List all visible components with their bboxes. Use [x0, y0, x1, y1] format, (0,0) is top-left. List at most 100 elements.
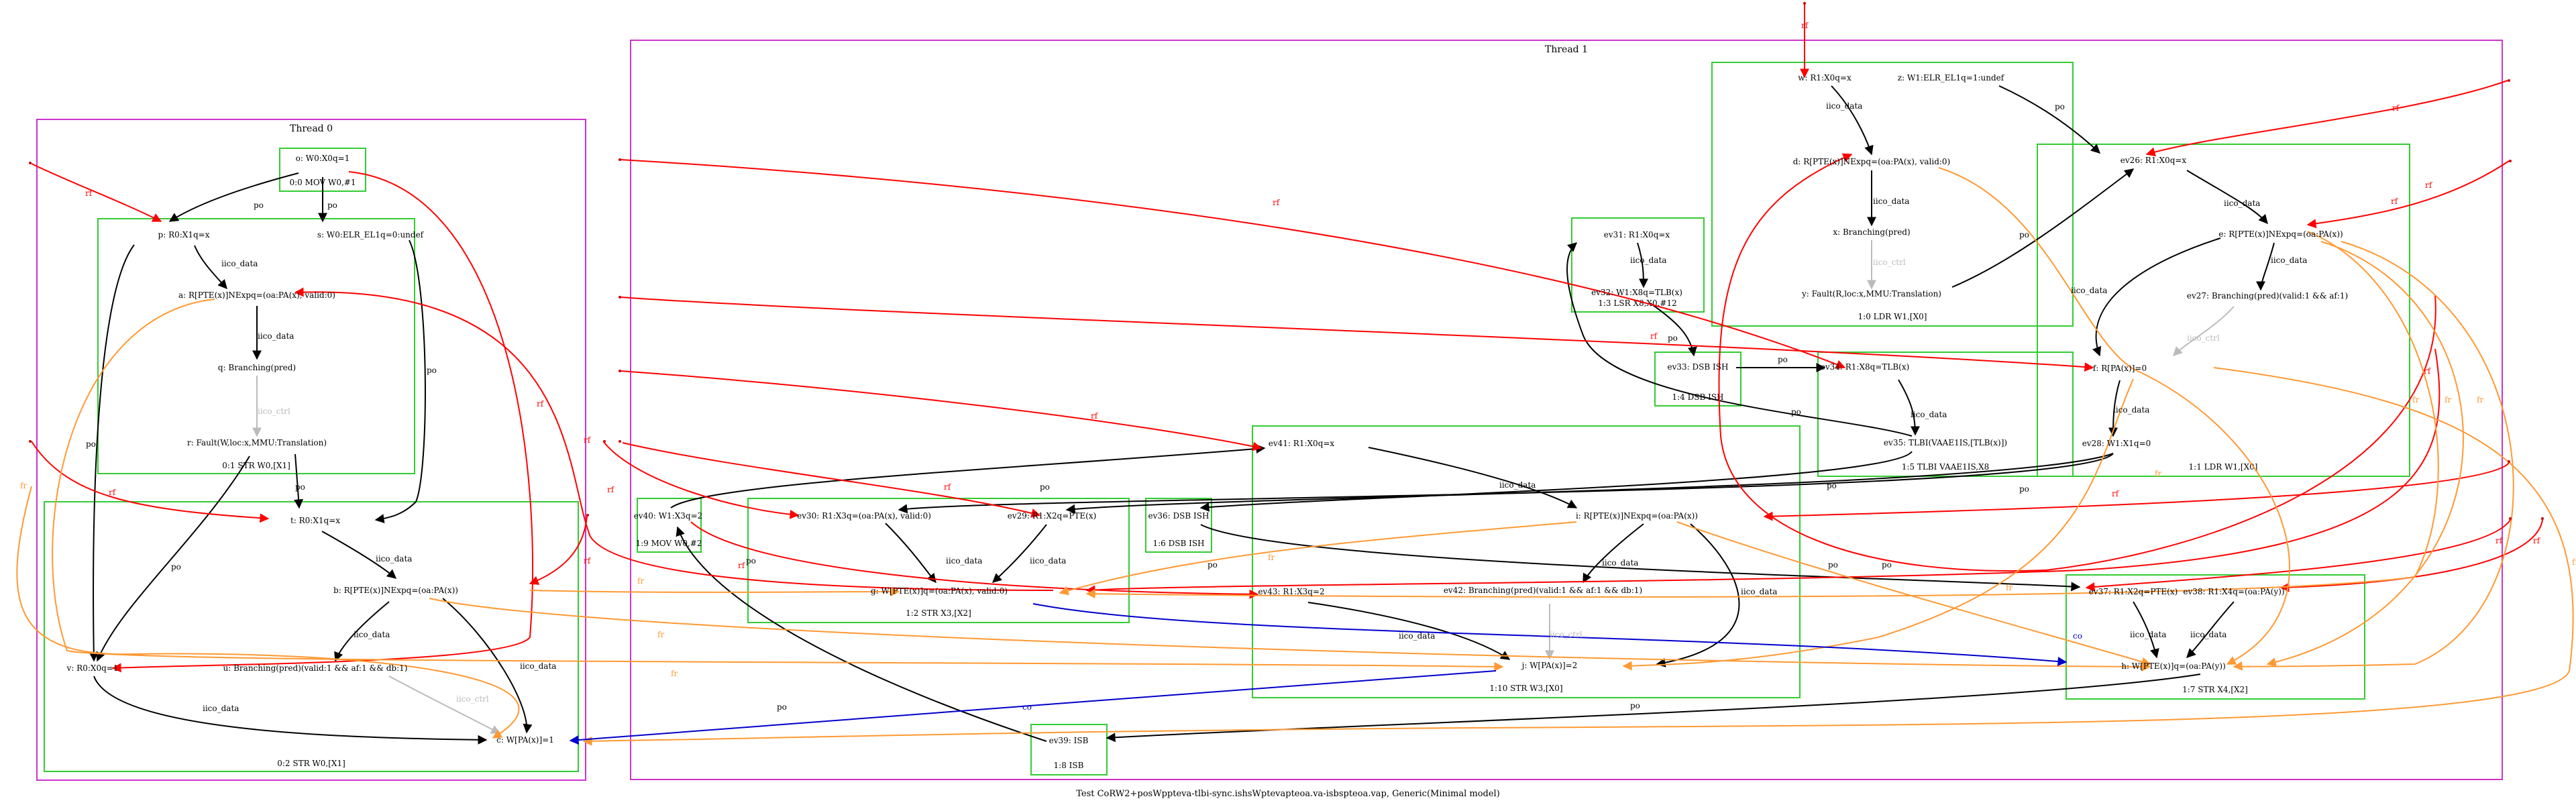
edge-co-g-h	[1032, 603, 2068, 666]
node-t[interactable]: t: R0:X1q=x	[290, 516, 340, 525]
node-v[interactable]: v: R0:X0q=1	[66, 663, 119, 673]
node-h[interactable]: h: W[PTE(x)]q=(oa:PA(y))	[2121, 661, 2226, 671]
svg-text:iico_data: iico_data	[1911, 410, 1947, 419]
svg-text:rf: rf	[1650, 331, 1658, 341]
node-q[interactable]: q: Branching(pred)	[218, 363, 296, 372]
edge-rf-o-v	[111, 171, 533, 673]
node-x[interactable]: x: Branching(pred)	[1833, 227, 1910, 237]
svg-text:rf: rf	[85, 189, 93, 198]
svg-text:fr: fr	[671, 669, 678, 678]
instr-cluster-ev26	[2037, 144, 2410, 477]
node-ev35[interactable]: ev35: TLBI(VAAE1IS,[TLB(x)])	[1884, 438, 2007, 447]
node-ev43[interactable]: ev43: R1:X3q=2	[1258, 587, 1324, 596]
instr-label-ev37: 1:7 STR X4,[X2]	[2182, 685, 2248, 694]
edge-data-ev43-j	[1307, 602, 1511, 660]
edge-data-e-ev27	[2256, 242, 2275, 291]
initial-state-dots	[29, 2, 2544, 520]
edges	[16, 3, 2574, 746]
svg-text:rf: rf	[1273, 198, 1281, 207]
svg-text:iico_data: iico_data	[376, 554, 412, 563]
edge-rf-init-ev41	[620, 370, 1263, 451]
node-f[interactable]: f: R[PA(x)]=0	[2093, 364, 2147, 373]
node-o[interactable]: o: W0:X0q=1	[296, 154, 350, 163]
node-z[interactable]: z: W1:ELR_EL1q=1:undef	[1898, 73, 2005, 83]
figure-caption: Test CoRW2+posWppteva-tlbi-sync.ishsWpte…	[1076, 789, 1500, 799]
svg-text:po: po	[746, 556, 756, 566]
node-ev38[interactable]: ev38: R1:X4q=(oa:PA(y))	[2183, 587, 2284, 596]
edge-rf-init-e	[2306, 160, 2510, 229]
svg-text:iico_data: iico_data	[946, 556, 982, 566]
edge-ctrl-ev27-f	[2173, 306, 2235, 356]
instr-cluster-ev31	[1571, 217, 1705, 313]
instr-cluster-ev33	[1654, 352, 1741, 407]
edge-rf-init-ev30	[603, 441, 800, 519]
svg-text:iico_data: iico_data	[1499, 480, 1536, 490]
node-s[interactable]: s: W0:ELR_EL1q=0:undef	[317, 230, 425, 239]
svg-text:po: po	[1828, 560, 1838, 570]
node-ev28[interactable]: ev28: W1:X1q=0	[2082, 439, 2151, 448]
node-ev34[interactable]: ev34: R1:X8q=TLB(x)	[1821, 362, 1910, 372]
svg-text:rf: rf	[944, 482, 952, 492]
svg-text:iico_data: iico_data	[1399, 631, 1435, 641]
node-i[interactable]: i: R[PTE(x)]NExpq=(oa:PA(x))	[1576, 511, 1698, 521]
edge-data-v-c	[93, 676, 488, 745]
node-b[interactable]: b: R[PTE(x)]NExpq=(oa:PA(x))	[333, 586, 458, 595]
svg-text:rf: rf	[607, 485, 615, 494]
edge-po-s-t	[374, 239, 426, 524]
node-p[interactable]: p: R0:X1q=x	[158, 230, 210, 239]
svg-text:iico_ctrl: iico_ctrl	[456, 694, 489, 704]
node-ev41[interactable]: ev41: R1:X0q=x	[1269, 439, 1335, 448]
edge-data-ev31-ev32	[1637, 242, 1648, 288]
node-u[interactable]: u: Branching(pred)(valid:1 && af:1 && db…	[223, 663, 408, 673]
node-ev30[interactable]: ev30: R1:X3q=(oa:PA(x), valid:0)	[797, 511, 931, 521]
node-d[interactable]: d: R[PTE(x)]NExpq=(oa:PA(x), valid:0)	[1793, 157, 1951, 166]
node-a[interactable]: a: R[PTE(x)]NExpq=(oa:PA(x), valid:0)	[178, 290, 335, 300]
node-e[interactable]: e: R[PTE(x)]NExpq=(oa:PA(x))	[2218, 229, 2343, 239]
edge-rf-init-ev37	[2085, 519, 2511, 592]
svg-text:iico_data: iico_data	[2190, 630, 2226, 639]
svg-text:rf: rf	[2533, 536, 2541, 545]
svg-text:po: po	[777, 702, 787, 712]
node-ev26[interactable]: ev26: R1:X0q=x	[2121, 156, 2187, 165]
instr-cluster-ev40	[637, 498, 702, 553]
node-w[interactable]: w: R1:X0q=x	[1798, 73, 1851, 83]
node-r[interactable]: r: Fault(W,loc:x,MMU:Translation)	[187, 438, 327, 447]
svg-text:po: po	[1208, 560, 1218, 570]
svg-text:rf: rf	[2424, 366, 2432, 376]
node-ev42[interactable]: ev42: Branching(pred)(valid:1 && af:1 &&…	[1444, 586, 1642, 595]
node-ev37[interactable]: ev37: R1:X2q=PTE(x)	[2089, 587, 2178, 596]
svg-text:rf: rf	[1091, 411, 1099, 421]
svg-text:fr: fr	[2445, 395, 2451, 405]
node-ev36[interactable]: ev36: DSB ISH	[1148, 511, 1210, 521]
node-ev32[interactable]: ev32: W1:X8q=TLB(x)	[1591, 288, 1682, 297]
edge-ctrl-u-c	[388, 676, 501, 734]
node-ev27[interactable]: ev27: Branching(pred)(valid:1 && af:1)	[2187, 291, 2348, 301]
svg-text:rf: rf	[2392, 103, 2400, 113]
edge-po-ev36-ev37	[1200, 524, 2081, 592]
edge-fr-b-g	[529, 587, 900, 597]
edge-data-i-ev42	[1582, 523, 1644, 584]
instr-cluster-w	[1711, 62, 2074, 327]
node-ev31[interactable]: ev31: R1:X0q=x	[1604, 230, 1670, 239]
node-c[interactable]: c: W[PA(x)]=1	[496, 735, 554, 745]
node-ev40[interactable]: ev40: W1:X3q=2	[634, 511, 703, 521]
node-g[interactable]: g: W[PTE(x)]q=(oa:PA(x), valid:0)	[871, 586, 1008, 596]
node-y[interactable]: y: Fault(R,loc:x,MMU:Translation)	[1801, 289, 1941, 299]
node-j[interactable]: j: W[PA(x)]=2	[1521, 661, 1578, 670]
edge-data-i-j	[1656, 523, 1740, 667]
svg-text:fr: fr	[20, 481, 27, 490]
edge-data-ev26-e	[2186, 170, 2268, 225]
svg-text:iico_data: iico_data	[258, 331, 294, 341]
edge-data-ev29-g	[991, 524, 1047, 583]
instr-label-ev33: 1:4 DSB ISH	[1672, 392, 1723, 402]
svg-text:po: po	[2019, 230, 2029, 239]
instr-label-ev34: 1:5 TLBI VAAE1IS,X8	[1902, 462, 1990, 472]
edge-data-ev34-ev35	[1898, 379, 1920, 436]
svg-text:po: po	[1778, 355, 1788, 364]
node-ev29[interactable]: ev29: R1:X2q=PTE(x)	[1008, 511, 1097, 521]
node-ev39[interactable]: ev39: ISB	[1049, 736, 1089, 745]
svg-text:iico_data: iico_data	[1741, 587, 1777, 596]
node-ev33[interactable]: ev33: DSB ISH	[1668, 362, 1729, 372]
svg-text:fr: fr	[2572, 557, 2576, 567]
instr-cluster-t	[44, 501, 579, 772]
